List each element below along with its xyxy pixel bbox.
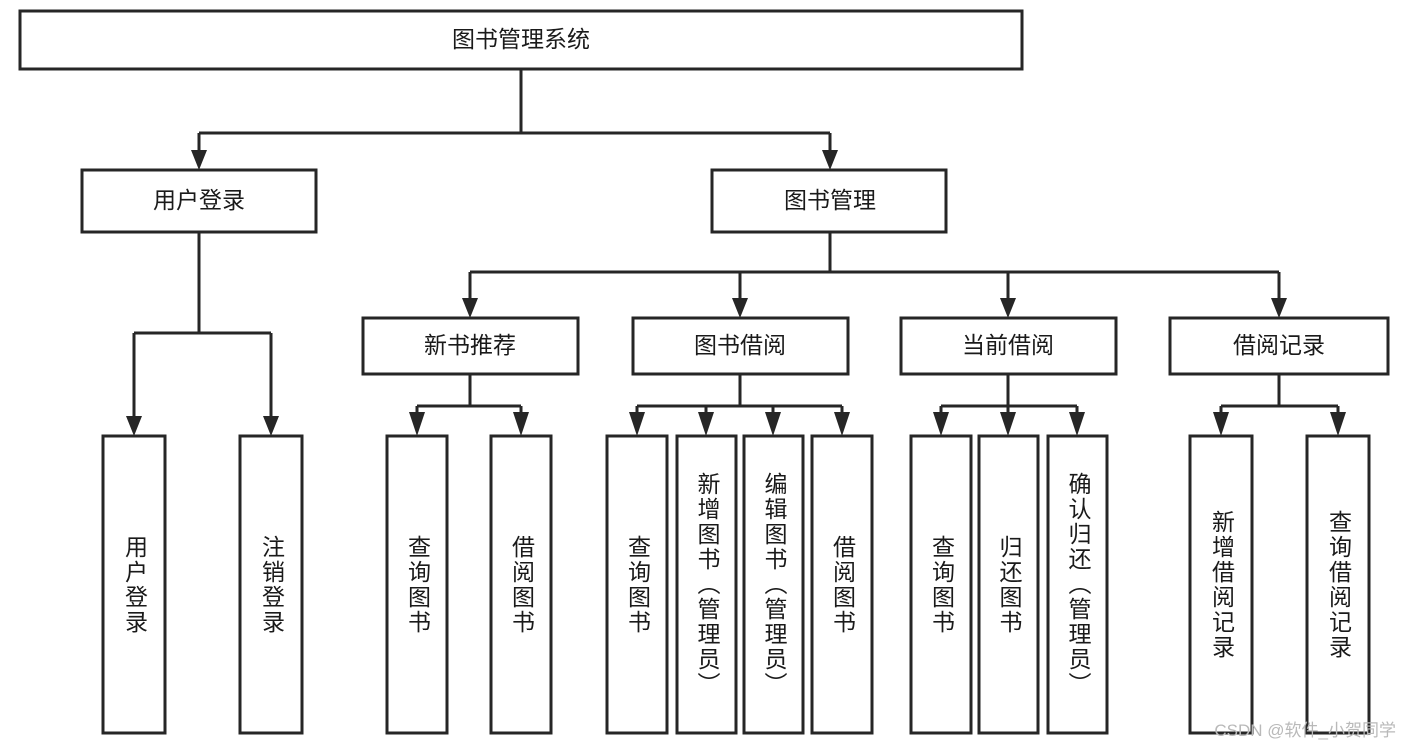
- arrowhead-leaf-query-book-2: [629, 412, 645, 436]
- leaf-query-book-3-label: 查询图书: [928, 534, 955, 635]
- node-book-borrow-box[interactable]: [631, 316, 850, 376]
- node-root-box[interactable]: [18, 9, 1024, 71]
- node-new-book-recommend-label: 新书推荐: [424, 332, 516, 358]
- node-book-management-box[interactable]: [710, 168, 948, 234]
- connector-layer: [126, 69, 1346, 436]
- arrowhead-book-borrow: [732, 298, 748, 318]
- node-book-management[interactable]: 图书管理: [710, 168, 948, 234]
- node-borrow-record-label: 借阅记录: [1233, 332, 1325, 358]
- node-book-borrow-label: 图书借阅: [694, 332, 786, 358]
- arrowhead-leaf-borrow-book-2: [834, 412, 850, 436]
- leaf-return-book[interactable]: [977, 434, 1040, 735]
- leaf-add-book-label: 新增图书（管理员）: [694, 472, 720, 697]
- arrowhead-user-login: [191, 150, 207, 170]
- leaf-user-login-box[interactable]: [101, 434, 167, 735]
- arrowhead-leaf-borrow-book-1: [513, 412, 529, 436]
- leaf-edit-book[interactable]: [742, 434, 805, 735]
- leaf-query-book-2-box[interactable]: [605, 434, 669, 735]
- node-new-book-recommend-box[interactable]: [361, 316, 580, 376]
- arrowhead-borrow-record: [1271, 298, 1287, 318]
- leaf-query-record-box[interactable]: [1305, 434, 1371, 735]
- leaf-confirm-return-box[interactable]: [1046, 434, 1109, 735]
- node-user-login[interactable]: 用户登录: [80, 168, 318, 234]
- arrowhead-leaf-query-book-3: [933, 412, 949, 436]
- leaf-query-book-1[interactable]: [385, 434, 449, 735]
- arrowhead-leaf-query-book-1: [409, 412, 425, 436]
- leaf-add-book-box[interactable]: [675, 434, 738, 735]
- node-user-login-label: 用户登录: [153, 187, 245, 213]
- leaf-user-logout-label: 注销登录: [258, 534, 285, 635]
- arrowhead-leaf-confirm-return: [1069, 412, 1085, 436]
- leaf-add-record-box[interactable]: [1188, 434, 1254, 735]
- leaf-add-record[interactable]: [1188, 434, 1254, 735]
- leaf-confirm-return-label: 确认归还（管理员）: [1065, 472, 1091, 697]
- leaf-add-book[interactable]: [675, 434, 738, 735]
- leaf-add-record-label: 新增借阅记录: [1208, 509, 1235, 660]
- arrowhead-leaf-add-book: [698, 412, 714, 436]
- leaf-query-record-label: 查询借阅记录: [1325, 509, 1352, 660]
- leaf-edit-book-box[interactable]: [742, 434, 805, 735]
- leaf-user-login-label: 用户登录: [121, 534, 148, 635]
- leaf-borrow-book-2-label: 借阅图书: [829, 534, 856, 635]
- leaf-query-book-2[interactable]: [605, 434, 669, 735]
- leaf-query-book-1-label: 查询图书: [404, 534, 431, 635]
- arrowhead-current-borrow: [1000, 298, 1016, 318]
- leaf-query-book-3[interactable]: [909, 434, 973, 735]
- leaf-user-login[interactable]: [101, 434, 167, 735]
- leaf-borrow-book-2[interactable]: [810, 434, 874, 735]
- leaf-query-book-2-label: 查询图书: [624, 534, 651, 635]
- leaf-edit-book-label: 编辑图书（管理员）: [761, 472, 787, 697]
- node-book-management-label: 图书管理: [784, 187, 876, 213]
- arrowhead-new-book-recommend: [462, 298, 478, 318]
- leaf-query-book-1-box[interactable]: [385, 434, 449, 735]
- leaf-borrow-book-2-box[interactable]: [810, 434, 874, 735]
- node-user-login-box[interactable]: [80, 168, 318, 234]
- arrowhead-leaf-user-login: [126, 416, 142, 436]
- arrowhead-leaf-user-logout: [263, 416, 279, 436]
- leaf-borrow-book-1[interactable]: [489, 434, 553, 735]
- node-borrow-record-box[interactable]: [1168, 316, 1390, 376]
- arrowhead-leaf-query-record: [1330, 412, 1346, 436]
- leaf-query-record[interactable]: [1305, 434, 1371, 735]
- node-root-label: 图书管理系统: [452, 26, 590, 52]
- arrowhead-leaf-return-book: [1000, 412, 1016, 436]
- leaf-borrow-book-1-label: 借阅图书: [508, 534, 535, 635]
- node-borrow-record[interactable]: 借阅记录: [1168, 316, 1390, 376]
- leaf-confirm-return[interactable]: [1046, 434, 1109, 735]
- leaf-query-book-3-box[interactable]: [909, 434, 973, 735]
- node-book-borrow[interactable]: 图书借阅: [631, 316, 850, 376]
- arrowhead-book-management: [822, 150, 838, 170]
- leaf-user-logout[interactable]: [238, 434, 304, 735]
- arrowhead-leaf-edit-book: [765, 412, 781, 436]
- node-current-borrow-box[interactable]: [899, 316, 1118, 376]
- leaf-user-logout-box[interactable]: [238, 434, 304, 735]
- node-root[interactable]: 图书管理系统: [18, 9, 1024, 71]
- node-current-borrow[interactable]: 当前借阅: [899, 316, 1118, 376]
- leaf-return-book-box[interactable]: [977, 434, 1040, 735]
- arrowhead-leaf-add-record: [1213, 412, 1229, 436]
- node-current-borrow-label: 当前借阅: [962, 332, 1054, 358]
- leaf-borrow-book-1-box[interactable]: [489, 434, 553, 735]
- watermark: CSDN @软件_小贺同学: [1214, 721, 1396, 740]
- node-new-book-recommend[interactable]: 新书推荐: [361, 316, 580, 376]
- leaf-return-book-label: 归还图书: [996, 534, 1022, 635]
